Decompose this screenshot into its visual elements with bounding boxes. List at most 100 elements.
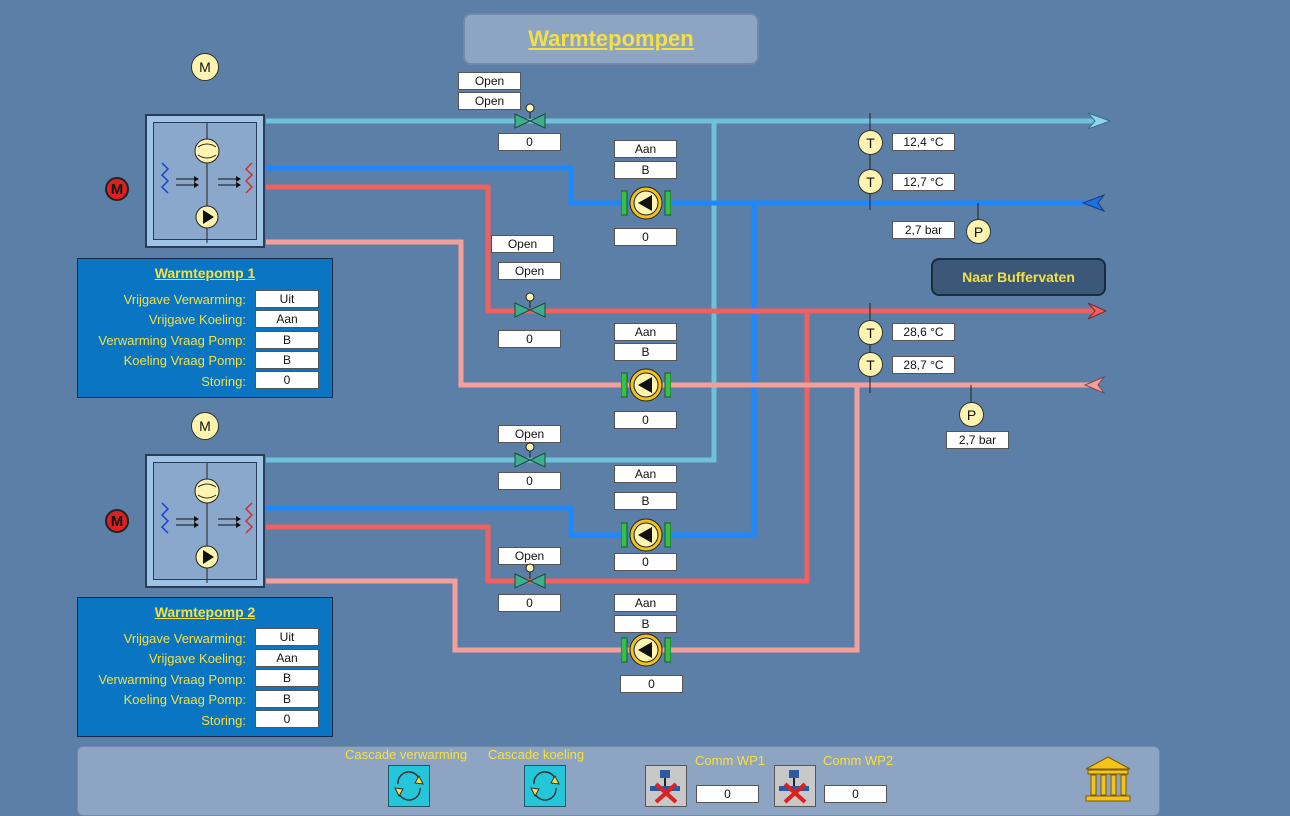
temperature-value[interactable]: 12,7 °C (892, 173, 955, 191)
comm-wp2-label: Comm WP2 (823, 753, 894, 768)
temperature-value[interactable]: 12,4 °C (892, 133, 955, 151)
valve-status[interactable]: Open (498, 425, 561, 443)
panel-value[interactable]: Aan (255, 310, 319, 328)
pressure-value[interactable]: 2,7 bar (946, 431, 1009, 449)
motor-indicator: M (191, 53, 219, 81)
pump-icon[interactable] (621, 368, 671, 402)
heat-pump-schematic-icon (160, 123, 254, 243)
comm-wp1-value[interactable]: 0 (696, 785, 759, 803)
motor-alarm-icon[interactable]: M (105, 177, 129, 201)
panel-label: Storing: (201, 374, 246, 389)
temperature-value[interactable]: 28,6 °C (892, 323, 955, 341)
pump-state[interactable]: Aan (614, 594, 677, 612)
pump-icon[interactable] (621, 518, 671, 552)
pump-mode[interactable]: B (614, 492, 677, 510)
comm-wp1-label: Comm WP1 (695, 753, 766, 768)
temperature-sensor[interactable]: T (858, 130, 883, 155)
buffer-tanks-button[interactable]: Naar Buffervaten (931, 258, 1106, 296)
panel-value[interactable]: 0 (255, 371, 319, 389)
panel-label: Verwarming Vraag Pomp: (98, 672, 246, 687)
panel-label: Vrijgave Koeling: (148, 651, 246, 666)
heat-pump-2[interactable] (145, 454, 265, 588)
cycle-icon (394, 771, 424, 801)
cascade-heating-label: Cascade verwarming (345, 747, 468, 762)
panel-value[interactable]: B (255, 351, 319, 369)
page-title-text: Warmtepompen (528, 26, 694, 51)
cascade-cooling-button[interactable] (524, 765, 566, 807)
temperature-sensor[interactable]: T (858, 320, 883, 345)
panel-label: Vrijgave Verwarming: (123, 631, 246, 646)
valve-value[interactable]: 0 (498, 472, 561, 490)
heat-pump-1[interactable] (145, 114, 265, 248)
temperature-sensor[interactable]: T (858, 352, 883, 377)
heat-pump-1-panel: Warmtepomp 1 Vrijgave Verwarming: Uit Vr… (77, 258, 333, 398)
valve-value[interactable]: 0 (498, 330, 561, 348)
valve-icon[interactable] (513, 563, 547, 593)
comm-wp2-button[interactable] (774, 765, 816, 807)
panel-label: Vrijgave Verwarming: (123, 292, 246, 307)
pump-state[interactable]: Aan (614, 323, 677, 341)
pipe-heat-return (266, 239, 1095, 653)
bottom-toolbar: Cascade verwarming Cascade koeling Comm … (77, 746, 1160, 816)
panel-label: Storing: (201, 713, 246, 728)
valve-status[interactable]: Open (458, 92, 521, 110)
panel-value[interactable]: B (255, 331, 319, 349)
buffer-tanks-label: Naar Buffervaten (962, 269, 1075, 285)
pump-value[interactable]: 0 (614, 228, 677, 246)
page-title: Warmtepompen (463, 13, 759, 65)
temperature-value[interactable]: 28,7 °C (892, 356, 955, 374)
panel-value[interactable]: Uit (255, 290, 319, 308)
cycle-icon (530, 771, 560, 801)
cascade-cooling-label: Cascade koeling (488, 747, 585, 762)
pump-value[interactable]: 0 (620, 675, 683, 693)
valve-status[interactable]: Open (498, 262, 561, 280)
valve-status[interactable]: Open (458, 72, 521, 90)
valve-icon[interactable] (513, 442, 547, 472)
panel-value[interactable]: Aan (255, 649, 319, 667)
arrow-out-icon (1087, 112, 1112, 130)
panel-title[interactable]: Warmtepomp 2 (154, 604, 256, 620)
comm-fault-icon (779, 770, 809, 804)
pump-value[interactable]: 0 (614, 411, 677, 429)
panel-label: Verwarming Vraag Pomp: (98, 333, 246, 348)
valve-value[interactable]: 0 (498, 133, 561, 151)
pump-icon[interactable] (621, 633, 671, 667)
heat-pump-schematic-icon (160, 463, 254, 583)
arrow-out-icon (1087, 302, 1108, 320)
home-building-icon[interactable] (1082, 755, 1134, 807)
pipe-cool-supply (266, 118, 1095, 463)
valve-status[interactable]: Open (491, 235, 554, 253)
cascade-heating-button[interactable] (388, 765, 430, 807)
panel-value[interactable]: B (255, 669, 319, 687)
pipe-heat-supply (266, 184, 1095, 584)
heat-pump-1-body (153, 122, 257, 243)
motor-alarm-icon[interactable]: M (105, 509, 129, 533)
temperature-sensor[interactable]: T (858, 169, 883, 194)
pump-state[interactable]: Aan (614, 140, 677, 158)
pressure-sensor[interactable]: P (959, 402, 984, 427)
pressure-value[interactable]: 2,7 bar (892, 221, 955, 239)
valve-value[interactable]: 0 (498, 594, 561, 612)
panel-value[interactable]: 0 (255, 710, 319, 728)
pipe-cool-return (266, 165, 1095, 538)
pump-state[interactable]: Aan (614, 465, 677, 483)
pump-mode[interactable]: B (614, 161, 677, 179)
heat-pump-2-panel: Warmtepomp 2 Vrijgave Verwarming: Uit Vr… (77, 597, 333, 737)
pump-mode[interactable]: B (614, 343, 677, 361)
panel-label: Koeling Vraag Pomp: (123, 692, 246, 707)
pump-mode[interactable]: B (614, 615, 677, 633)
panel-title[interactable]: Warmtepomp 1 (154, 265, 256, 281)
panel-label: Vrijgave Koeling: (148, 312, 246, 327)
pressure-sensor[interactable]: P (966, 219, 991, 244)
motor-indicator: M (191, 412, 219, 440)
panel-value[interactable]: B (255, 690, 319, 708)
valve-icon[interactable] (513, 292, 547, 322)
comm-wp1-button[interactable] (645, 765, 687, 807)
heat-pump-2-body (153, 462, 257, 583)
panel-value[interactable]: Uit (255, 628, 319, 646)
valve-icon[interactable] (513, 103, 547, 133)
pump-value[interactable]: 0 (614, 553, 677, 571)
pump-icon[interactable] (621, 186, 671, 220)
comm-wp2-value[interactable]: 0 (824, 785, 887, 803)
